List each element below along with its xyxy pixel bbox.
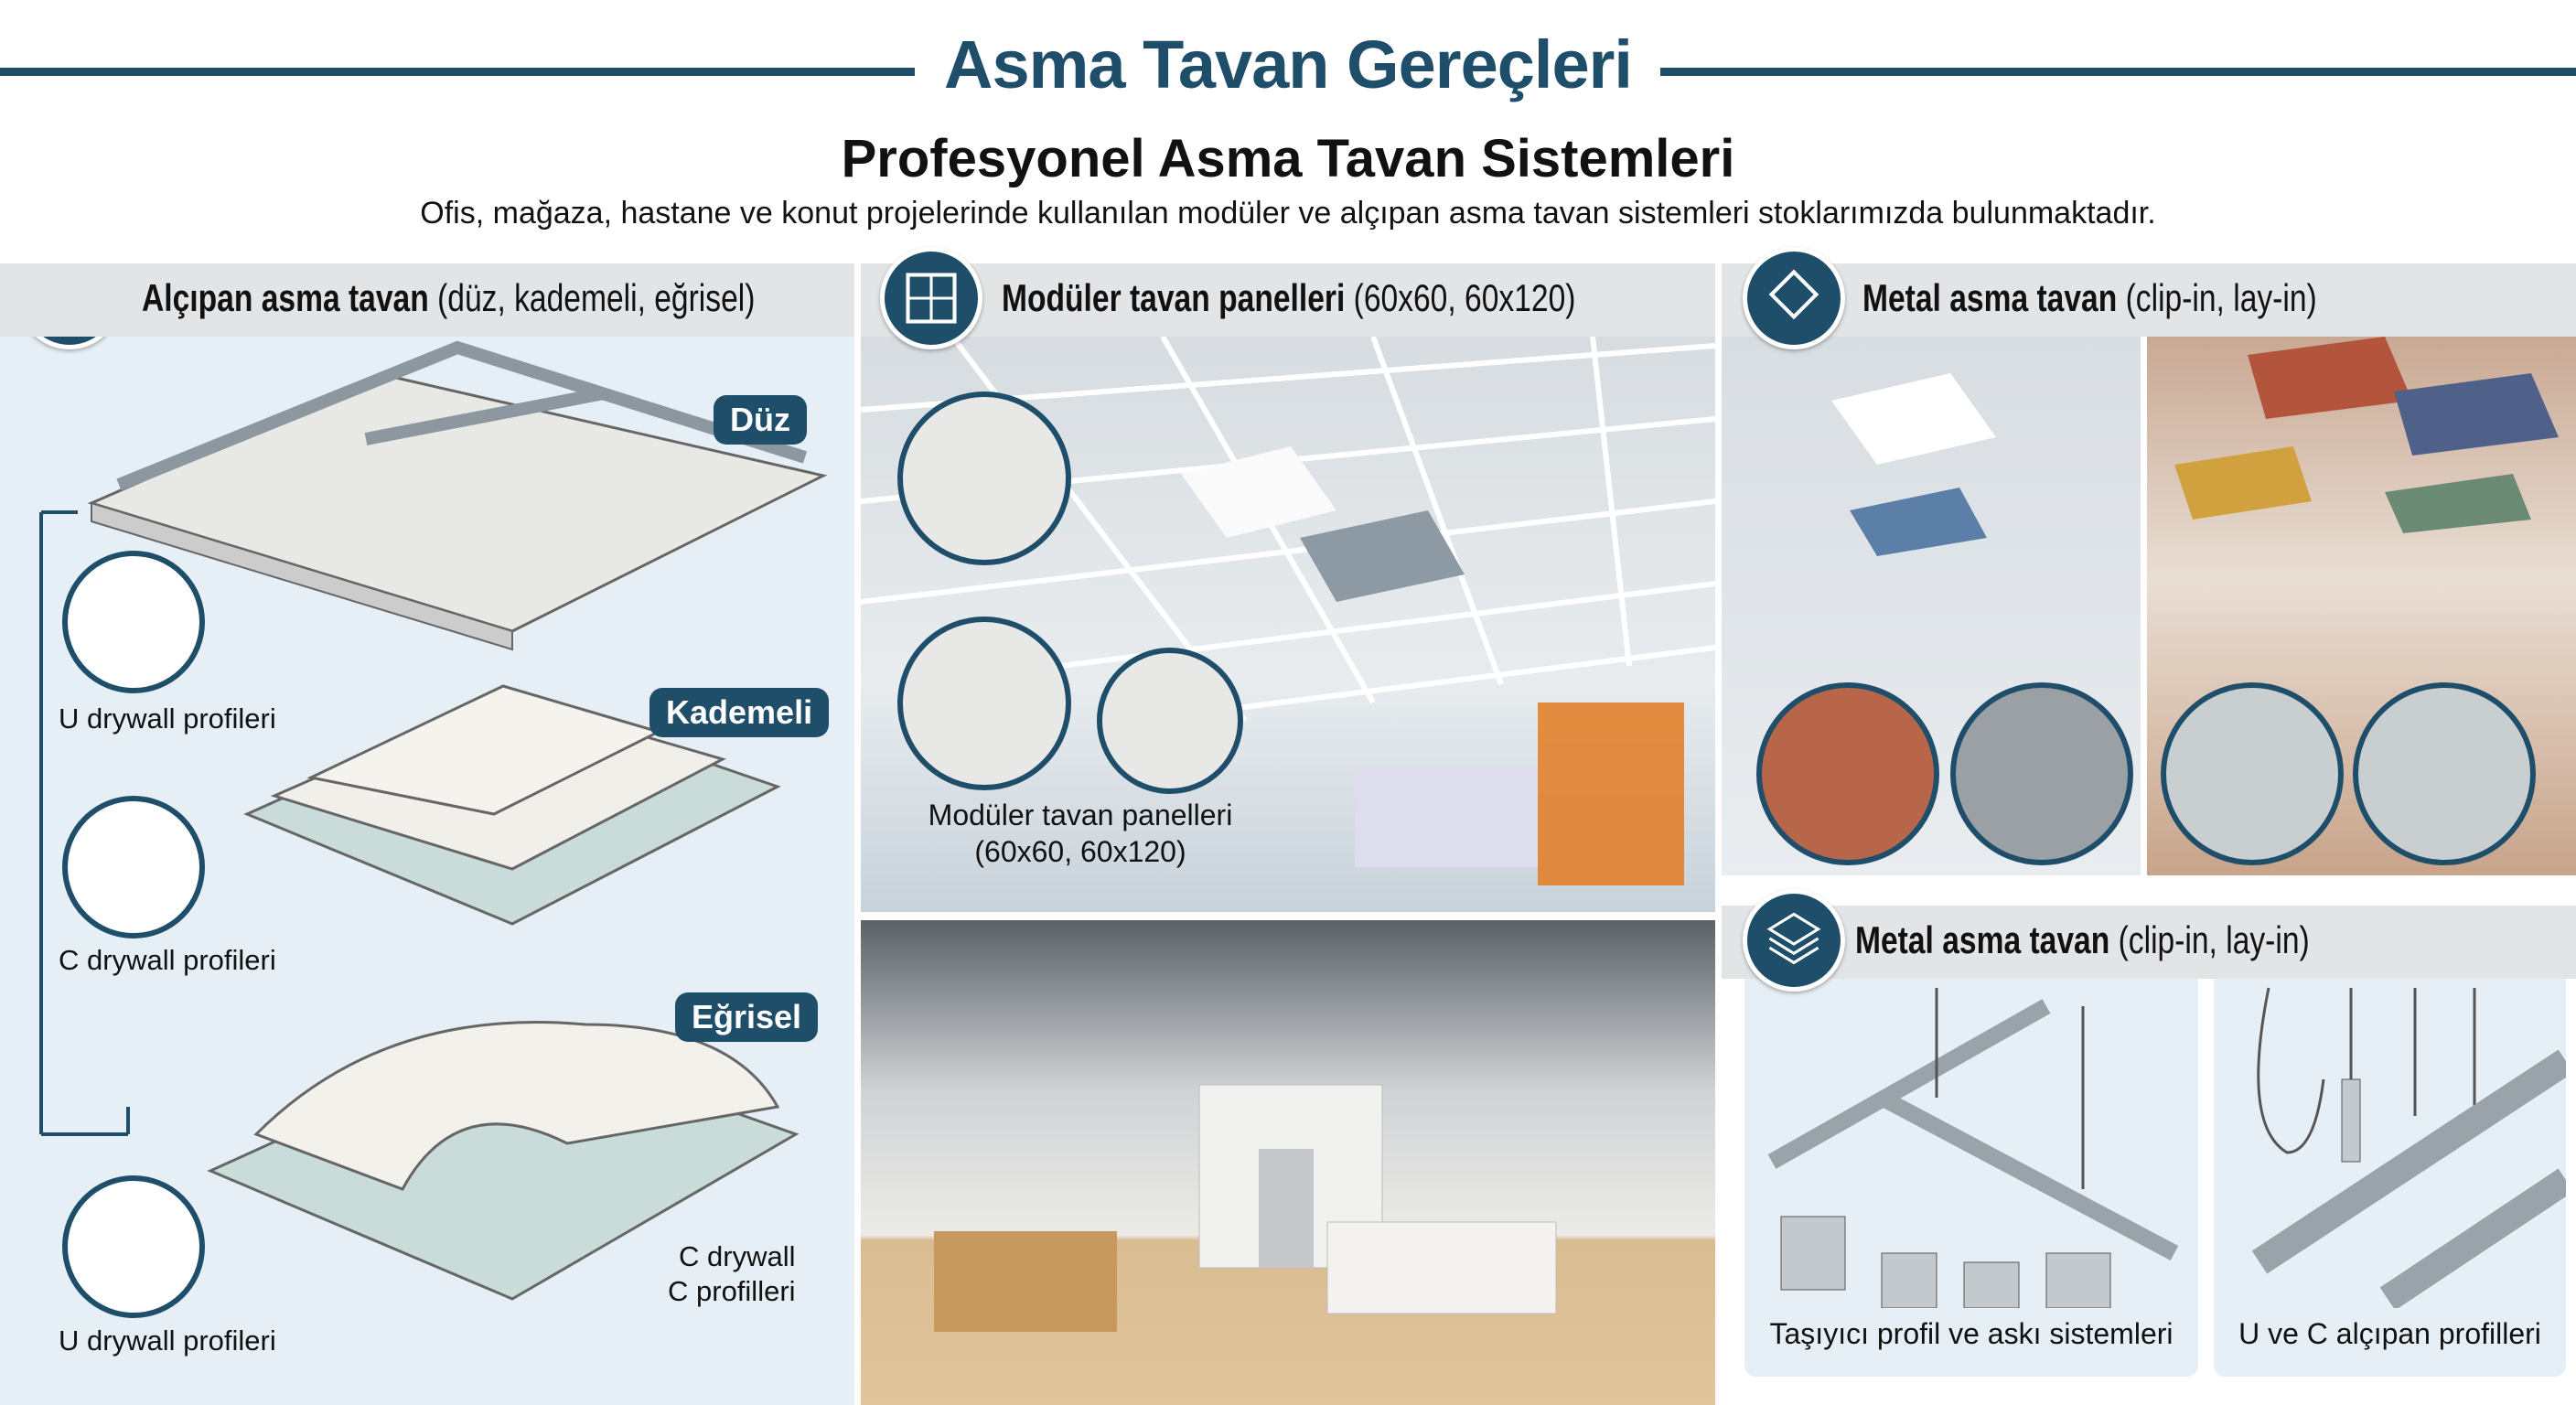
carrier-profiles-illustration — [1767, 988, 2179, 1308]
page-subtitle: Profesyonel Asma Tavan Sistemleri — [841, 129, 1735, 188]
carrier-caption: Taşıyıcı profil ve askı sistemleri — [1769, 1317, 2174, 1350]
label-c-drywall: C drywall profileri — [59, 944, 276, 976]
drywall-panel: Düz Kademeli Eğrisel U drywall profileri… — [0, 265, 854, 1405]
metal-grid-1 — [1831, 373, 1996, 556]
modular-header — [861, 263, 1715, 337]
metal-tile-icon — [1743, 247, 1845, 349]
drywall-header — [0, 263, 854, 337]
metal-sample-circle-3 — [2161, 682, 2344, 865]
metal-bottom-title: Metal asma tavan (clip-in, lay-in) — [1855, 918, 2310, 961]
c-profile-circle — [62, 796, 205, 938]
title-rule-left — [0, 68, 915, 76]
metal-sample-circle-2 — [1950, 682, 2133, 865]
label-c-drywall-2b: C profilleri — [668, 1275, 796, 1307]
label-u-drywall-2: U drywall profileri — [59, 1325, 276, 1357]
uc-caption: U ve C alçıpan profilleri — [2238, 1317, 2541, 1350]
uc-profiles-panel: U ve C alçıpan profilleri — [2214, 979, 2566, 1377]
label-u-drywall-1: U drywall profileri — [59, 702, 276, 735]
metal-top-header — [1722, 263, 2576, 337]
metal-bottom-header — [1722, 906, 2576, 979]
grid-sample-circle — [1097, 648, 1243, 794]
metal-top-title: Metal asma tavan (clip-in, lay-in) — [1862, 276, 2317, 319]
badge-kademeli: Kademeli — [649, 688, 830, 737]
u-profile-circle-1 — [62, 551, 205, 693]
panel-sample-circle-1 — [897, 391, 1071, 565]
office-interior-image — [861, 920, 1715, 1405]
modular-ceiling-image: Modüler tavan panelleri (60x60, 60x120) — [861, 337, 1715, 912]
metal-grid-2 — [2174, 337, 2559, 533]
page-title: Asma Tavan Gereçleri — [944, 27, 1633, 102]
carrier-profiles-panel: Taşıyıcı profil ve askı sistemleri — [1744, 979, 2198, 1377]
page-description: Ofis, mağaza, hastane ve konut projeleri… — [420, 196, 2156, 231]
u-profile-circle-2 — [62, 1175, 205, 1318]
uc-profiles-illustration — [2251, 987, 2566, 1308]
metal-ceiling-image-1 — [1722, 337, 2141, 875]
grid-panel-icon — [880, 247, 982, 349]
modular-caption-2: (60x60, 60x120) — [974, 835, 1186, 868]
metal-sample-circle-4 — [2353, 682, 2536, 865]
metal-sample-circle-1 — [1756, 682, 1939, 865]
title-rule-right — [1660, 68, 2576, 76]
panel-sample-circle-2 — [897, 617, 1071, 790]
modular-title: Modüler tavan panelleri (60x60, 60x120) — [1002, 276, 1576, 319]
label-c-drywall-2a: C drywall — [679, 1240, 796, 1272]
office-scene — [934, 1084, 1557, 1332]
modular-caption-1: Modüler tavan panelleri — [928, 799, 1233, 831]
badge-egrisel: Eğrisel — [675, 992, 819, 1042]
metal-ceiling-image-2 — [2147, 337, 2576, 875]
layers-icon — [1743, 889, 1845, 992]
badge-duz: Düz — [714, 395, 807, 445]
drywall-title: Alçıpan asma tavan (düz, kademeli, eğris… — [142, 276, 756, 319]
